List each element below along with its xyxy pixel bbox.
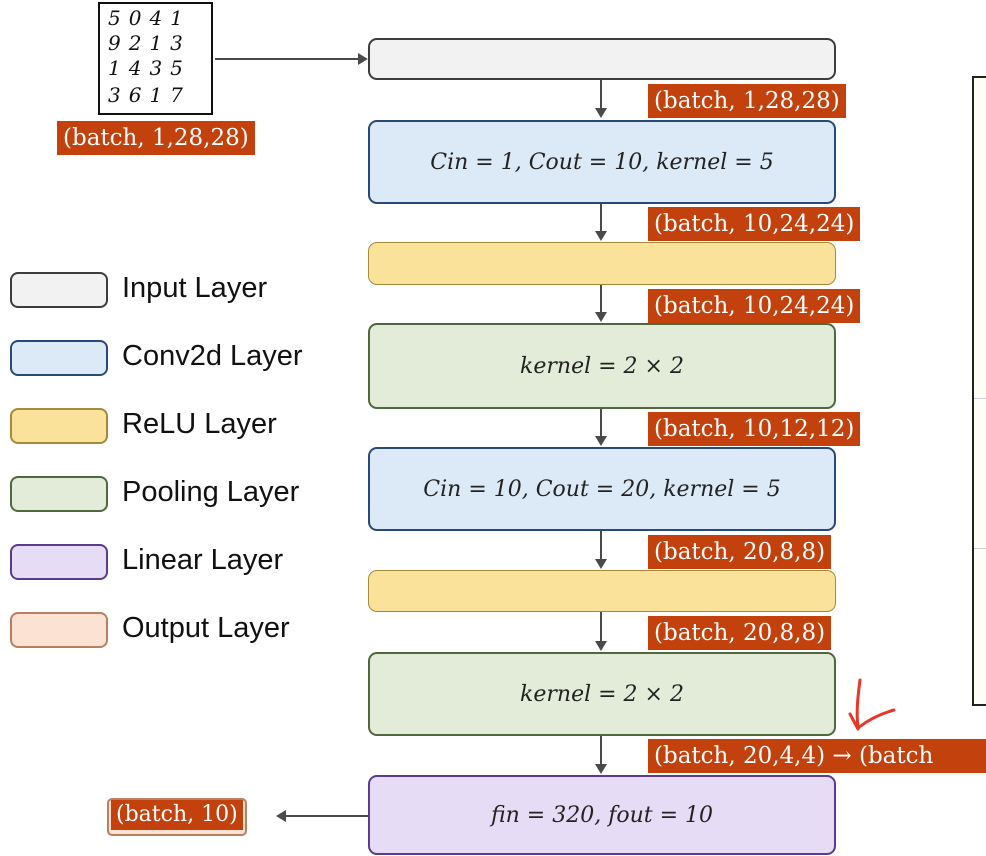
shape-label: (batch, 1,28,28) — [648, 84, 846, 118]
input-shape-label: (batch, 1,28,28) — [57, 121, 255, 155]
legend-label-pooling: Pooling Layer — [122, 476, 300, 508]
side-panel — [972, 76, 986, 706]
arrow-down-line — [600, 409, 602, 437]
legend-label-conv2d: Conv2d Layer — [122, 340, 303, 372]
arrow-down-line — [600, 736, 602, 765]
pool2-layer: kernel = 2 × 2 — [368, 652, 836, 736]
panel-divider — [974, 548, 986, 549]
panel-divider — [974, 398, 986, 399]
legend-swatch-pooling — [10, 476, 108, 512]
arrow-down-icon — [595, 559, 607, 569]
conv1-layer: Cin = 1, Cout = 10, kernel = 5 — [368, 120, 836, 204]
arrow-down-icon — [595, 312, 607, 322]
output-shape-label: (batch, 10) — [111, 800, 243, 830]
shape-label: (batch, 10,12,12) — [648, 412, 861, 446]
legend-label-relu: ReLU Layer — [122, 408, 277, 440]
digit-row: 9213 — [108, 31, 191, 55]
arrow-down-line — [600, 204, 602, 232]
relu2-layer — [368, 570, 836, 612]
shape-label: (batch, 20,4,4) → (batch — [648, 739, 986, 773]
legend-label-output: Output Layer — [122, 612, 290, 644]
arrow-right-icon — [358, 53, 368, 65]
legend-label-linear: Linear Layer — [122, 544, 284, 576]
arrow-down-line — [600, 531, 602, 560]
arrow-down-icon — [595, 641, 607, 651]
relu1-layer — [368, 242, 836, 285]
arrow-down-line — [600, 285, 602, 313]
conv2-layer: Cin = 10, Cout = 20, kernel = 5 — [368, 447, 836, 531]
digit-row: 5041 — [108, 6, 191, 30]
mnist-sample-image: 5041 9213 1435 3617 — [98, 2, 213, 115]
pool1-layer: kernel = 2 × 2 — [368, 323, 836, 409]
arrow-down-icon — [595, 764, 607, 774]
digit-row: 3617 — [108, 83, 191, 107]
linear-layer: fin = 320, fout = 10 — [368, 775, 836, 855]
arrow-left-icon — [276, 810, 286, 822]
shape-label: (batch, 10,24,24) — [648, 289, 861, 323]
legend-swatch-conv2d — [10, 340, 108, 376]
input-arrow-line — [215, 58, 360, 60]
legend-swatch-linear — [10, 544, 108, 580]
arrow-down-icon — [595, 436, 607, 446]
arrow-down-line — [600, 612, 602, 642]
legend-label-input: Input Layer — [122, 272, 268, 304]
arrow-down-icon — [595, 108, 607, 118]
output-layer-box: (batch, 10) — [107, 798, 247, 836]
legend-swatch-output — [10, 612, 108, 648]
handwritten-arrow-icon — [848, 678, 896, 731]
arrow-down-icon — [595, 231, 607, 241]
arrow-down-line — [600, 80, 602, 110]
digit-row: 1435 — [108, 56, 191, 80]
shape-label: (batch, 20,8,8) — [648, 616, 832, 650]
output-arrow-line — [286, 815, 368, 817]
input-layer — [368, 38, 836, 80]
shape-label: (batch, 20,8,8) — [648, 535, 832, 569]
legend-swatch-input — [10, 272, 108, 308]
shape-label: (batch, 10,24,24) — [648, 207, 861, 241]
legend-swatch-relu — [10, 408, 108, 444]
